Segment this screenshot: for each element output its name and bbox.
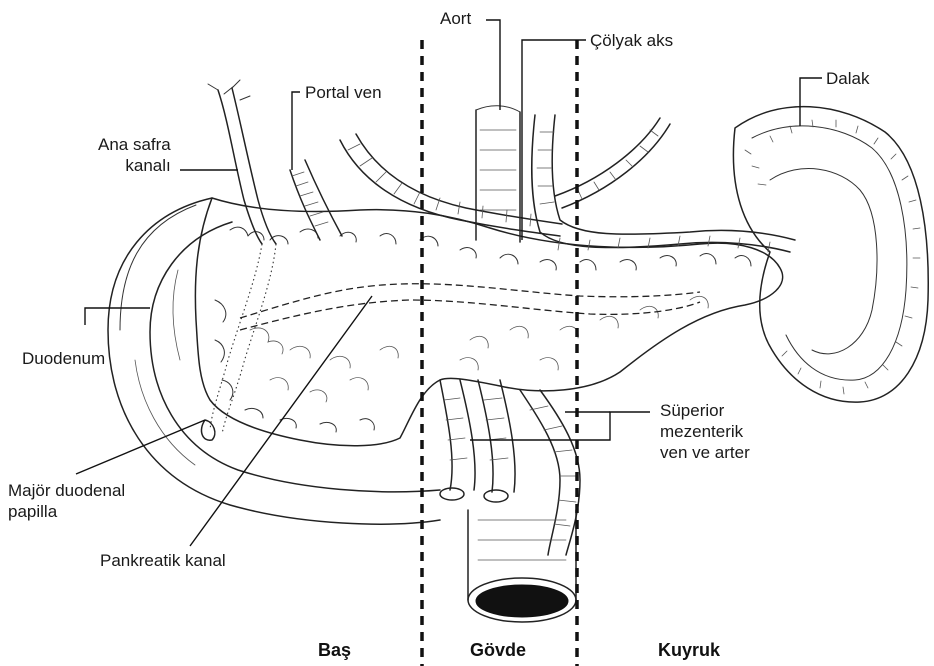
- label-portal-ven: Portal ven: [305, 82, 382, 103]
- section-label-bas: Baş: [318, 640, 351, 661]
- label-dalak: Dalak: [826, 68, 869, 89]
- label-superior-line3: ven ve arter: [660, 442, 750, 463]
- label-ana-safra-line2: kanalı: [98, 155, 171, 176]
- section-label-kuyruk: Kuyruk: [658, 640, 720, 661]
- label-superior-mezenterik: Süperior mezenterik ven ve arter: [660, 400, 750, 463]
- label-colyak-aks: Çölyak aks: [590, 30, 673, 51]
- leader-dalak: [800, 78, 822, 126]
- label-majr-line1: Majör duodenal: [8, 480, 125, 501]
- label-duodenum: Duodenum: [22, 348, 105, 369]
- label-majr-line2: papilla: [8, 501, 125, 522]
- leader-aort: [486, 20, 500, 110]
- label-ana-safra-line1: Ana safra: [98, 134, 171, 155]
- leader-superior-vein: [470, 412, 650, 440]
- aorta: [476, 106, 520, 242]
- label-ana-safra-kanali: Ana safra kanalı: [98, 134, 171, 176]
- papilla: [201, 420, 214, 440]
- splenic-vein: [340, 134, 562, 236]
- common-bile-duct: [208, 80, 276, 244]
- intrapancreatic-bile-duct: [210, 244, 262, 430]
- leader-papilla: [76, 420, 205, 474]
- label-superior-line2: mezenterik: [660, 421, 750, 442]
- section-label-govde: Gövde: [470, 640, 526, 661]
- spleen: [733, 107, 928, 403]
- intrapancreatic-bile-duct-edge: [222, 244, 276, 434]
- pancreatic-duct-lower: [240, 300, 700, 330]
- celiac-and-splenic-artery: [532, 115, 795, 252]
- label-pankreatik-kanal: Pankreatik kanal: [100, 550, 226, 571]
- label-aort: Aort: [440, 8, 471, 29]
- leader-duodenum: [85, 308, 150, 325]
- portal-vein: [290, 160, 342, 240]
- label-superior-line1: Süperior: [660, 400, 750, 421]
- leader-portal: [292, 92, 300, 170]
- superior-mesenteric-vessels: [440, 380, 580, 555]
- leader-pankreatik: [190, 296, 372, 546]
- aorta-lower: [468, 510, 576, 622]
- label-major-duodenal-papilla: Majör duodenal papilla: [8, 480, 125, 522]
- leader-lines: [76, 20, 822, 546]
- duodenum: [108, 198, 440, 524]
